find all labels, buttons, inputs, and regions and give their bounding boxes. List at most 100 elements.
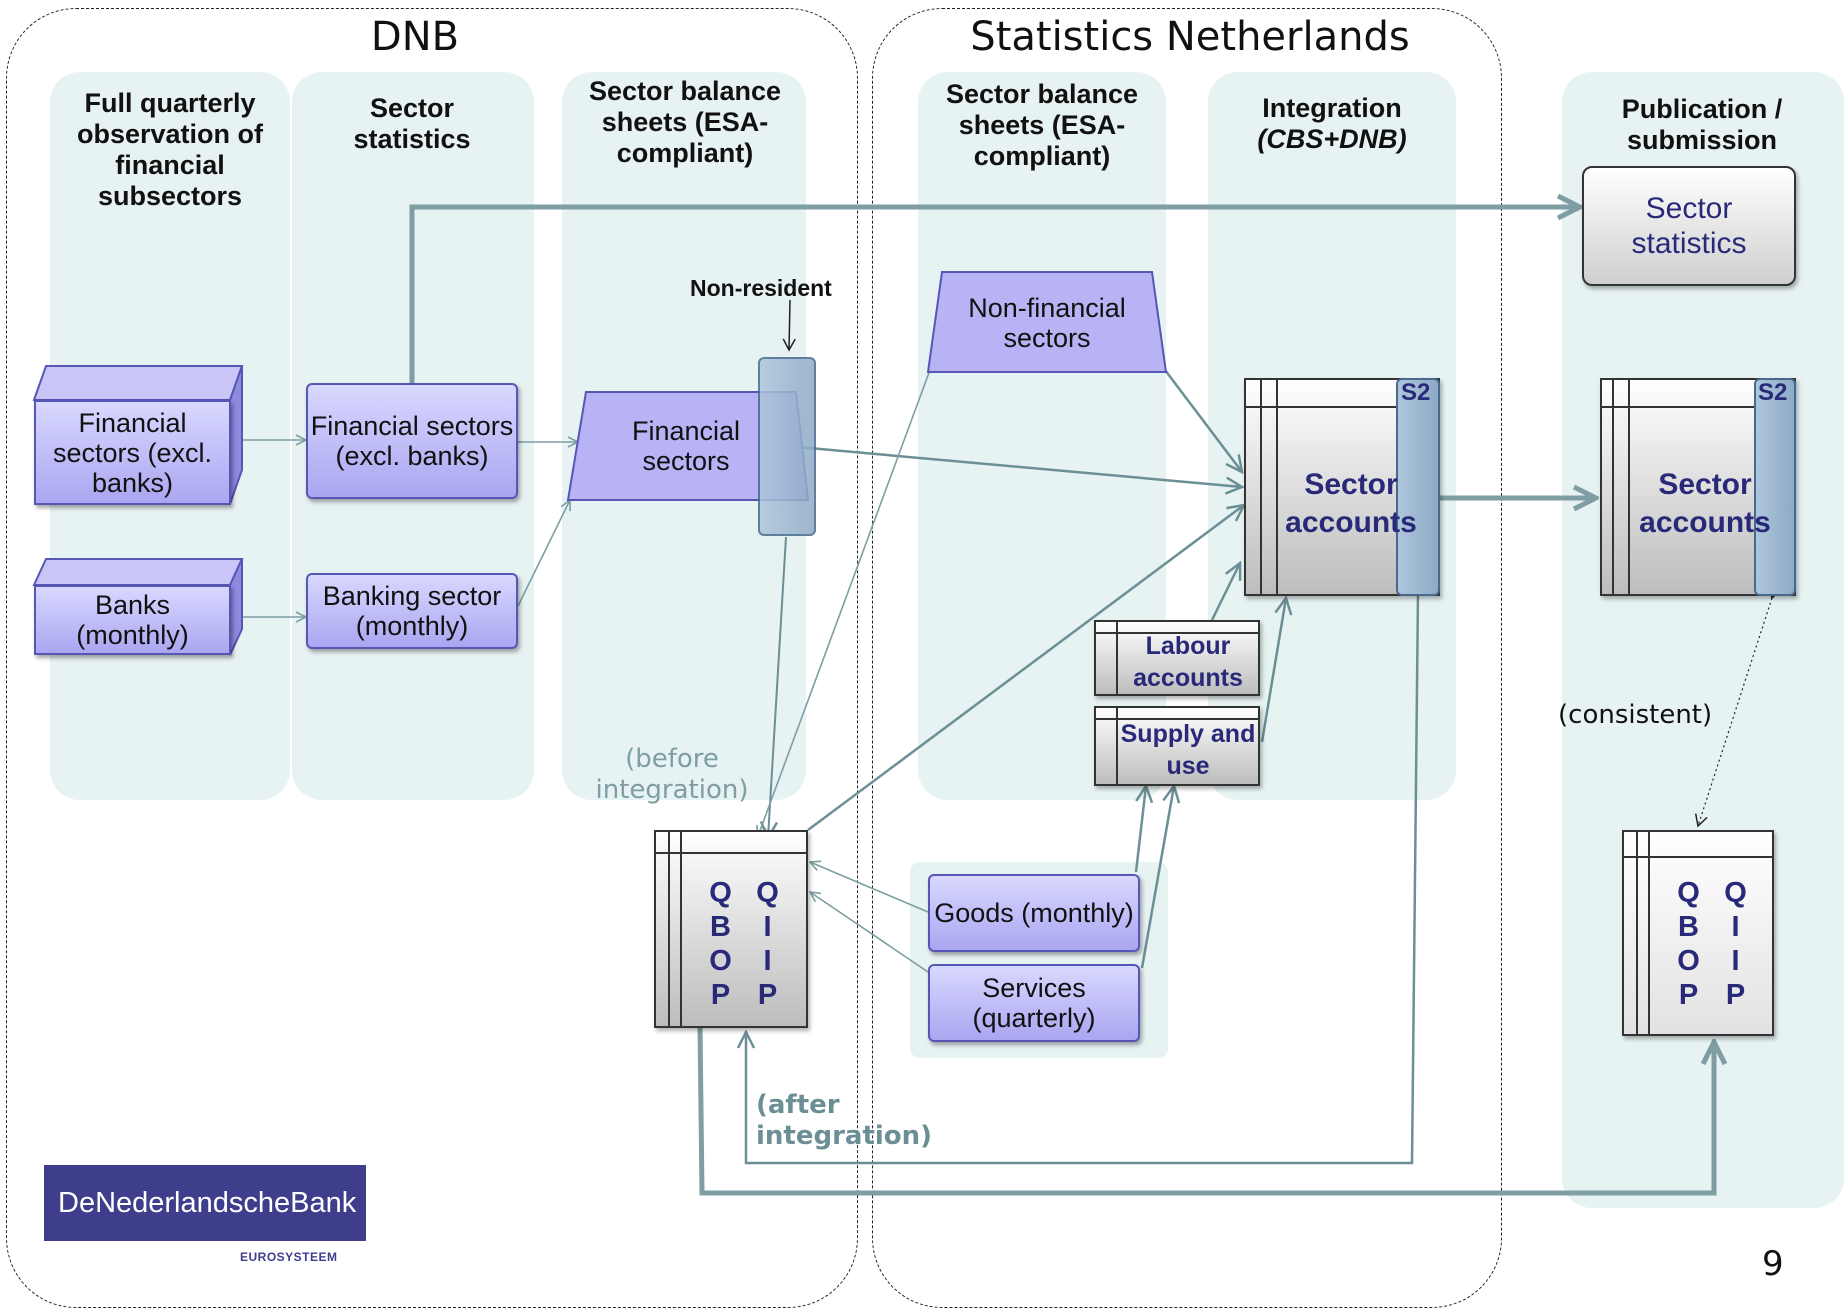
qbop-col-line1	[668, 832, 670, 1026]
sector-accounts-col-line2	[1276, 380, 1278, 594]
published-sector-accounts-table: S2 Sector accounts	[1600, 378, 1796, 596]
qbop-letter: P	[710, 979, 731, 1011]
sector-accounts-col-line1	[1260, 380, 1262, 594]
qbop-qiip-table: Q Q B I O I P P	[654, 830, 808, 1028]
labour-row-line	[1096, 632, 1258, 634]
qbop-col-line2	[680, 832, 682, 1026]
services-quarterly-label: Services (quarterly)	[972, 973, 1096, 1033]
header-integration: Integration (CBS+DNB)	[1214, 93, 1450, 155]
integration-line2: (CBS+DNB)	[1257, 124, 1407, 154]
qbop-letter: B	[710, 911, 731, 943]
page-number: 9	[1762, 1244, 1784, 1284]
qiip-letter: I	[1731, 911, 1740, 943]
qiip-letter: I	[763, 911, 772, 943]
arrow-nonfinancial-to-qbop	[758, 369, 931, 836]
arrow-services-to-qbop	[810, 892, 929, 973]
qbop-row-line	[656, 852, 806, 854]
banks-monthly-label: Banks (monthly)	[76, 590, 189, 650]
arrow-qbop-to-publication	[697, 1024, 1714, 1196]
dnb-logo-text: DeNederlandscheBank	[58, 1186, 357, 1219]
qbop-letter: O	[709, 945, 732, 977]
published-sector-accounts-label: Sector accounts	[1639, 468, 1771, 539]
financial-sectors-label: Financial sectors	[631, 416, 741, 476]
pub-sector-accounts-col-line2	[1628, 380, 1630, 594]
banks-monthly-box: Banks (monthly)	[34, 585, 231, 655]
pub-qbop-col-line1	[1636, 832, 1638, 1034]
qbop-letter: P	[1678, 979, 1699, 1011]
qiip-letter: Q	[1724, 877, 1747, 909]
qbop-letter: Q	[1677, 877, 1700, 909]
arrow-qbop-to-sector-accounts	[807, 505, 1244, 832]
non-resident-column	[758, 357, 816, 536]
pub-qbop-row-line	[1624, 856, 1772, 858]
header-full-quarterly: Full quarterly observation of financial …	[76, 88, 264, 211]
sector-accounts-s2-label: S2	[1401, 379, 1431, 406]
fin-source-box-top	[32, 365, 244, 401]
arrow-nonresident-to-qbop	[768, 536, 787, 838]
header-sector-statistics: Sector statistics	[353, 93, 471, 154]
qbop-letter: Q	[709, 877, 732, 909]
dnb-logo: DeNederlandscheBank	[44, 1165, 366, 1241]
non-resident-label: Non-resident	[690, 275, 832, 301]
header-publication: Publication / submission	[1621, 94, 1783, 155]
financial-sectors-excl-banks-stats-label: Financial sectors (excl. banks)	[310, 411, 514, 471]
sector-accounts-label: Sector accounts	[1285, 468, 1417, 539]
arrow-supply-to-sector-accounts	[1260, 598, 1286, 743]
supply-row-line	[1096, 718, 1258, 720]
eurosysteem-label: EUROSYSTEEM	[240, 1250, 338, 1264]
non-financial-sectors-label: Non-financial sectors	[968, 293, 1126, 353]
pub-sector-accounts-s2-label: S2	[1758, 379, 1788, 406]
before-integration-note: (before integration)	[595, 744, 749, 805]
sector-accounts-s2-column	[1396, 378, 1440, 596]
banks-box-top	[32, 558, 244, 586]
supply-col-line	[1116, 708, 1118, 784]
integration-line1: Integration	[1262, 93, 1402, 123]
arrow-banking-to-financial-sectors	[517, 500, 570, 607]
banking-sector-monthly-label: Banking sector (monthly)	[322, 581, 502, 641]
financial-sectors-excl-banks-stats: Financial sectors (excl. banks)	[306, 383, 518, 499]
qiip-letter: P	[1725, 979, 1746, 1011]
pub-sector-accounts-row-line	[1602, 406, 1794, 408]
qbop-letter: B	[1678, 911, 1699, 943]
labour-accounts-table: Labour accounts	[1094, 620, 1260, 696]
banking-sector-monthly-box: Banking sector (monthly)	[306, 573, 518, 649]
arrow-stats-to-publication	[409, 207, 1580, 385]
published-qbop-qiip-letters: Q Q B I O I P P	[1672, 876, 1752, 1012]
published-sector-statistics-box: Sector statistics	[1582, 166, 1796, 286]
sector-accounts-row-line	[1246, 406, 1438, 408]
after-integration-note: (after integration)	[756, 1090, 933, 1151]
arrow-goods-to-qbop	[810, 862, 929, 913]
connector-layer	[32, 0, 1782, 1196]
pub-sector-accounts-s2-column	[1754, 378, 1796, 596]
non-financial-sectors-trapezoid	[926, 271, 1168, 373]
arrow-goods-to-supply	[1134, 786, 1146, 873]
pub-qbop-col-line2	[1648, 832, 1650, 1034]
arrow-services-to-supply	[1140, 786, 1174, 969]
header-sector-balance-cbs: Sector balance sheets (ESA-compliant)	[945, 79, 1139, 171]
qiip-letter: P	[757, 979, 778, 1011]
labour-accounts-label: Labour accounts	[1133, 632, 1243, 692]
qbop-qiip-letters: Q Q B I O I P P	[704, 876, 784, 1012]
financial-sectors-excl-banks-source-label: Financial sectors (excl. banks)	[52, 407, 213, 498]
qbop-letter: O	[1677, 945, 1700, 977]
labour-col-line	[1116, 622, 1118, 694]
goods-monthly-label: Goods (monthly)	[934, 898, 1134, 928]
published-sector-statistics-label: Sector statistics	[1631, 192, 1747, 260]
arrow-nonresident-label	[782, 299, 796, 352]
qiip-letter: Q	[756, 877, 779, 909]
statistics-netherlands-title: Statistics Netherlands	[970, 14, 1410, 60]
financial-sectors-excl-banks-source: Financial sectors (excl. banks)	[34, 400, 231, 505]
arrow-labour-to-sector-accounts	[1210, 563, 1240, 621]
dnb-title: DNB	[370, 14, 460, 60]
published-qbop-qiip-table: Q Q B I O I P P	[1622, 830, 1774, 1036]
arrow-after-integration-feedback	[746, 591, 1420, 1165]
consistent-note: (consistent)	[1558, 700, 1713, 730]
supply-and-use-table: Supply and use	[1094, 706, 1260, 786]
arrow-financial-to-sector-accounts	[797, 445, 1242, 487]
sector-accounts-table: S2 Sector accounts	[1244, 378, 1440, 596]
goods-monthly-box: Goods (monthly)	[928, 874, 1140, 952]
header-sector-balance-dnb: Sector balance sheets (ESA-compliant)	[588, 76, 782, 168]
qiip-letter: I	[763, 945, 772, 977]
arrow-nonfinancial-to-sector-accounts	[1164, 369, 1242, 472]
services-quarterly-box: Services (quarterly)	[928, 964, 1140, 1042]
